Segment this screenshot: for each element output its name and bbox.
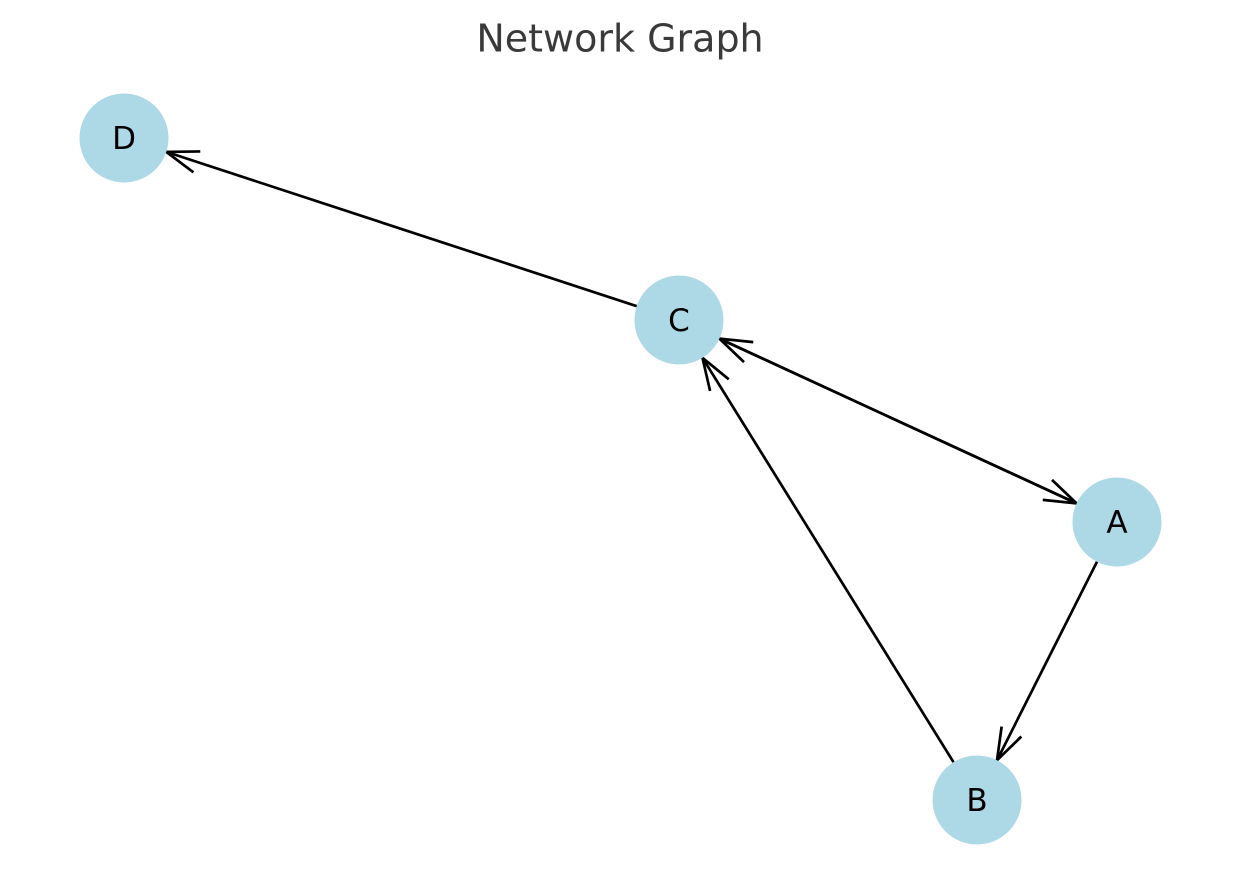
- node-d[interactable]: D: [79, 93, 169, 183]
- node-circle[interactable]: [1072, 477, 1162, 567]
- arrowhead-icon: [995, 726, 1023, 764]
- node-label: B: [966, 783, 987, 819]
- node-circle[interactable]: [79, 93, 169, 183]
- edge-a-to-b: [995, 561, 1099, 764]
- page-title: Network Graph: [476, 17, 763, 61]
- arrowhead-icon: [715, 336, 754, 364]
- node-label: A: [1106, 505, 1127, 541]
- edges-layer: [162, 150, 1099, 764]
- node-circle[interactable]: [634, 275, 724, 365]
- edge-line: [165, 150, 638, 308]
- edge-line: [718, 337, 1078, 505]
- edge-line: [995, 561, 1099, 761]
- node-a[interactable]: A: [1072, 477, 1162, 567]
- arrowhead-icon: [700, 354, 730, 392]
- node-c[interactable]: C: [634, 275, 724, 365]
- node-label: C: [668, 303, 690, 339]
- node-label: D: [112, 121, 136, 157]
- node-b[interactable]: B: [932, 755, 1022, 845]
- node-circle[interactable]: [932, 755, 1022, 845]
- nodes-layer: A B C D: [79, 93, 1162, 845]
- edge-line: [701, 357, 955, 763]
- edge-b-to-c: [700, 354, 955, 763]
- edge-a-to-c: [715, 336, 1078, 505]
